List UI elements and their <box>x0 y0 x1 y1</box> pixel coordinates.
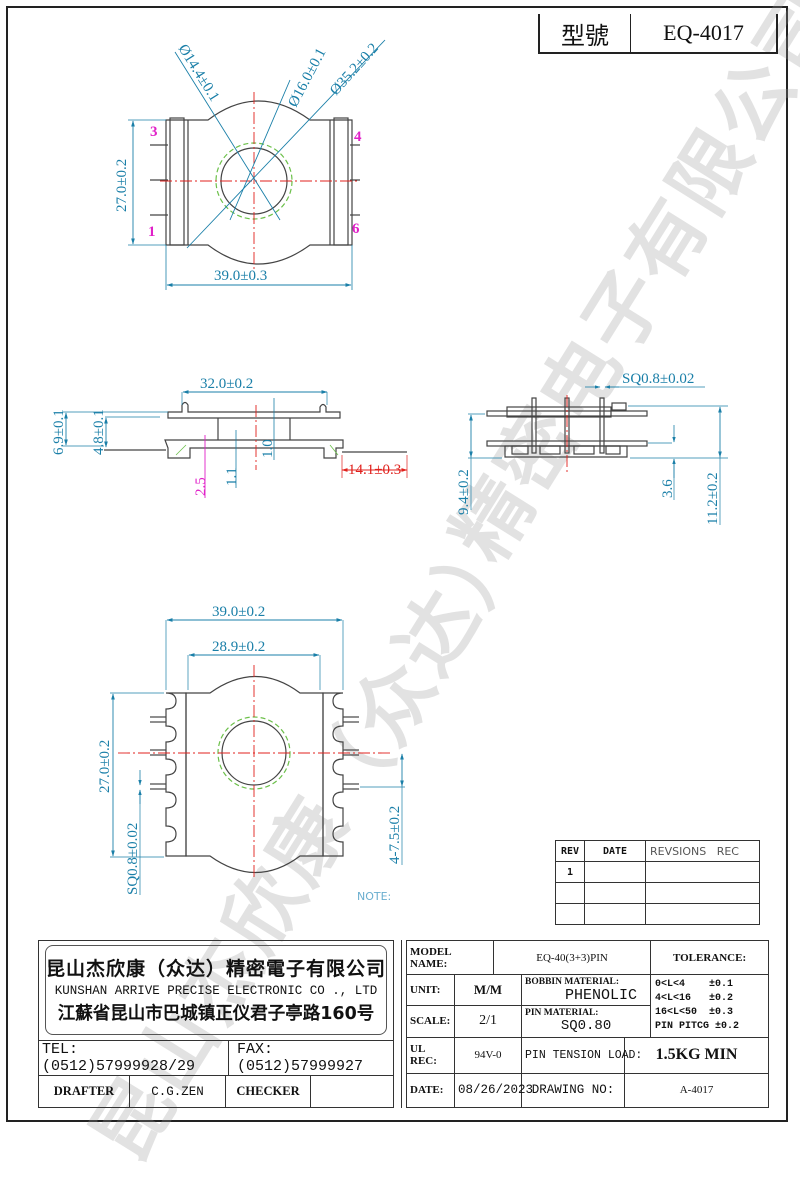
dim-bottom-width: 39.0±0.2 <box>212 604 265 620</box>
drafter-label: DRAFTER <box>39 1076 130 1107</box>
dim-pin-pitch: 4-7.5±0.2 <box>387 806 403 864</box>
dim-bottom-pin-square: SQ0.8±0.02 <box>125 823 141 895</box>
dim-side-inner-height: 4.8±0.1 <box>91 409 107 455</box>
spec-table: MODEL NAME: EQ-40(3+3)PIN TOLERANCE: UNI… <box>405 939 770 1109</box>
revision-description <box>645 861 760 883</box>
dim-core-diameter: Ø16.0±0.1 <box>285 46 329 110</box>
model-name-label: MODEL NAME: <box>405 939 495 976</box>
dim-flange-diameter: Ø35.2±0.2 <box>327 40 382 98</box>
rev-header: REV <box>555 840 585 862</box>
fax: FAX:(0512)57999927 <box>237 1041 364 1075</box>
pin-label-3: 3 <box>150 124 158 140</box>
dim-bottom-inner-width: 28.9±0.2 <box>212 639 265 655</box>
pin-material-label: PIN MATERIAL: <box>525 1008 599 1019</box>
bobbin-material-cell: BOBBIN MATERIAL: PHENOLIC <box>521 974 652 1007</box>
top-view <box>128 39 386 290</box>
revision-description <box>645 882 760 904</box>
revision-date <box>584 882 646 904</box>
pin-tension-label: PIN TENSION LOAD: <box>521 1036 642 1074</box>
unit-value: M/M <box>453 974 523 1007</box>
scale-label: SCALE: <box>406 1005 455 1038</box>
revision-number <box>555 882 585 904</box>
revisions-table: REV DATE REVSIONS REC 1 <box>555 840 760 925</box>
side-view <box>63 390 408 498</box>
spec-block: MODEL NAME: EQ-40(3+3)PIN TOLERANCE: UNI… <box>405 939 770 1109</box>
company-name-en: KUNSHAN ARRIVE PRECISE ELECTRONIC CO ., … <box>54 984 378 998</box>
dim-pin-length: 14.1±0.3 <box>348 462 401 478</box>
revision-number: 1 <box>555 861 585 883</box>
scale-value: 2/1 <box>453 1005 523 1038</box>
company-address: 江蘇省昆山市巴城镇正仪君子亭路160号 <box>57 1004 375 1024</box>
company-block: 昆山杰欣康（众达）精密電子有限公司 KUNSHAN ARRIVE PRECISE… <box>38 940 394 1108</box>
tolerance-label: TOLERANCE: <box>650 939 770 976</box>
revision-row: 1 <box>555 861 760 883</box>
bottom-view <box>110 618 405 895</box>
revision-date <box>584 903 646 925</box>
checker-label: CHECKER <box>226 1076 311 1107</box>
revision-date <box>584 861 646 883</box>
company-name-cn: 昆山杰欣康（众达）精密電子有限公司 <box>46 958 387 980</box>
company-info: 昆山杰欣康（众达）精密電子有限公司 KUNSHAN ARRIVE PRECISE… <box>45 945 387 1035</box>
dim-bottom-height: 27.0±0.2 <box>97 740 113 793</box>
revision-description <box>645 903 760 925</box>
model-label: 型號 <box>540 14 631 52</box>
checker-name <box>311 1076 393 1107</box>
drawing-sheet-border <box>6 6 788 1122</box>
drawing-no-value: A-4017 <box>624 1072 770 1109</box>
dim-end-standoff: 3.6 <box>660 479 676 498</box>
end-view <box>468 385 728 525</box>
dim-side-overall-height: 6.9±0.1 <box>51 409 67 455</box>
ul-label: UL REC: <box>406 1036 455 1074</box>
drafter-name: C.G.ZEN <box>130 1076 226 1107</box>
contact-row: TEL:(0512)57999928/29 FAX:(0512)57999927 <box>39 1040 393 1075</box>
date-value: 08/26/2023 <box>453 1072 533 1109</box>
ul-value: 94V-0 <box>453 1036 523 1074</box>
tolerance-item: 4<L<16 ±0.2 <box>655 992 734 1004</box>
dim-flange-span: 32.0±0.2 <box>200 376 253 392</box>
dim-top-height: 27.0±0.2 <box>114 159 130 212</box>
bobbin-material-label: BOBBIN MATERIAL: <box>525 977 620 988</box>
dim-end-pin-square: SQ0.8±0.02 <box>622 371 694 387</box>
model-value: EQ-4017 <box>663 20 744 45</box>
revisions-header: REVSIONS REC <box>645 840 760 862</box>
dim-base: 1.1 <box>224 467 240 486</box>
unit-label: UNIT: <box>406 974 455 1007</box>
pin-material-cell: PIN MATERIAL: SQ0.80 <box>521 1005 652 1038</box>
dim-slot: 2.5 <box>193 477 209 496</box>
pin-label-4: 4 <box>354 129 362 145</box>
title-block-divider <box>394 940 402 1108</box>
dim-wall: 1.0 <box>260 439 276 458</box>
dim-end-overall-height: 11.2±0.2 <box>705 472 721 525</box>
pin-material-value: SQ0.80 <box>560 1018 612 1035</box>
pin-label-6: 6 <box>352 221 360 237</box>
revision-row <box>555 903 760 925</box>
note-label: NOTE: <box>357 890 392 903</box>
tolerance-item: 16<L<50 ±0.3 <box>655 1006 734 1018</box>
revision-number <box>555 903 585 925</box>
pin-tension-value: 1.5KG MIN <box>624 1036 770 1074</box>
title-block: 昆山杰欣康（众达）精密電子有限公司 KUNSHAN ARRIVE PRECISE… <box>38 939 770 1109</box>
signature-row: DRAFTER C.G.ZEN CHECKER <box>39 1075 393 1107</box>
date-header: DATE <box>584 840 646 862</box>
drawing-no-label: DRAWING NO: <box>521 1072 626 1109</box>
revisions-header-row: REV DATE REVSIONS REC <box>555 840 760 862</box>
technical-drawing: Ø14.4±0.1 Ø16.0±0.1 Ø35.2±0.2 27.0±0.2 3… <box>51 39 728 895</box>
model-number-box: 型號 EQ-4017 <box>538 14 778 54</box>
pin-label-1: 1 <box>148 224 156 240</box>
telephone: TEL:(0512)57999928/29 <box>39 1041 229 1075</box>
model-name-value: EQ-40(3+3)PIN <box>493 939 652 976</box>
revision-row <box>555 882 760 904</box>
bobbin-material-value: PHENOLIC <box>565 987 638 1005</box>
dim-end-body-height: 9.4±0.2 <box>456 469 472 515</box>
tolerance-list: 0<L<4 ±0.1 4<L<16 ±0.2 16<L<50 ±0.3 PIN … <box>650 974 770 1038</box>
dim-top-width: 39.0±0.3 <box>214 268 267 284</box>
date-label: DATE: <box>406 1072 455 1109</box>
dim-hole-diameter: Ø14.4±0.1 <box>175 42 223 105</box>
tolerance-item: PIN PITCG ±0.2 <box>655 1020 740 1032</box>
tolerance-item: 0<L<4 ±0.1 <box>655 978 734 990</box>
